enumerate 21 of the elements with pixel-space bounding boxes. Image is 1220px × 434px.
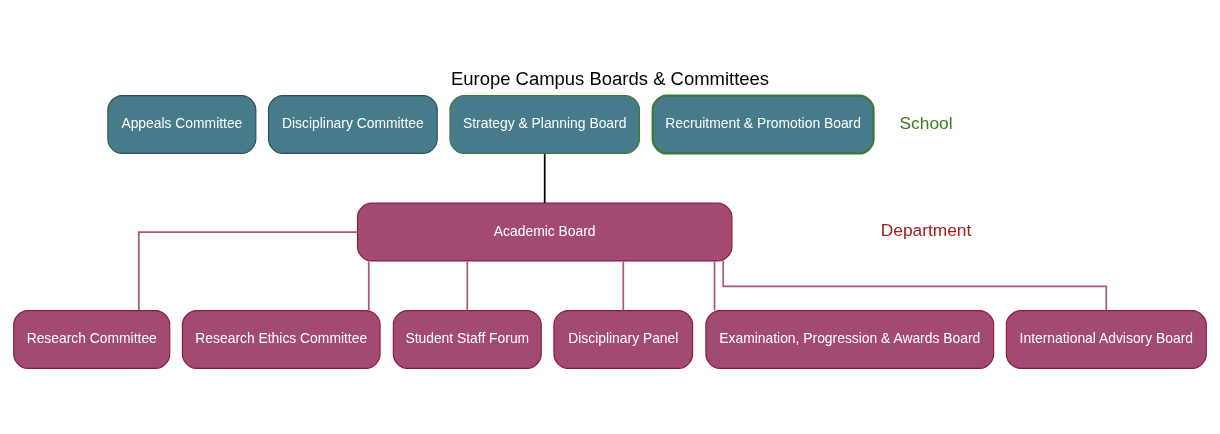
connector bbox=[466, 260, 469, 312]
node-box: Disciplinary Committee bbox=[267, 95, 438, 154]
connector bbox=[713, 260, 716, 312]
connector bbox=[622, 260, 625, 312]
node-box: Strategy & Planning Board bbox=[449, 95, 641, 154]
node-box: Disciplinary Panel bbox=[553, 310, 694, 369]
diagram-title: Europe Campus Boards & Committees bbox=[450, 68, 770, 90]
label: Department bbox=[880, 220, 972, 241]
node-box: Research Ethics Committee bbox=[181, 310, 381, 369]
node-box: Student Staff Forum bbox=[392, 310, 542, 369]
connector bbox=[367, 260, 370, 312]
node-box: Research Committee bbox=[13, 310, 171, 369]
node-box: Academic Board bbox=[356, 202, 733, 262]
connector bbox=[543, 153, 546, 204]
connector bbox=[137, 231, 359, 311]
node-box: Examination, Progression & Awards Board bbox=[705, 310, 995, 369]
node-box: International Advisory Board bbox=[1005, 310, 1207, 369]
label: School bbox=[899, 112, 953, 133]
node-box: Recruitment & Promotion Board bbox=[651, 94, 875, 155]
connector bbox=[722, 260, 1108, 312]
node-box: Appeals Committee bbox=[107, 95, 257, 154]
